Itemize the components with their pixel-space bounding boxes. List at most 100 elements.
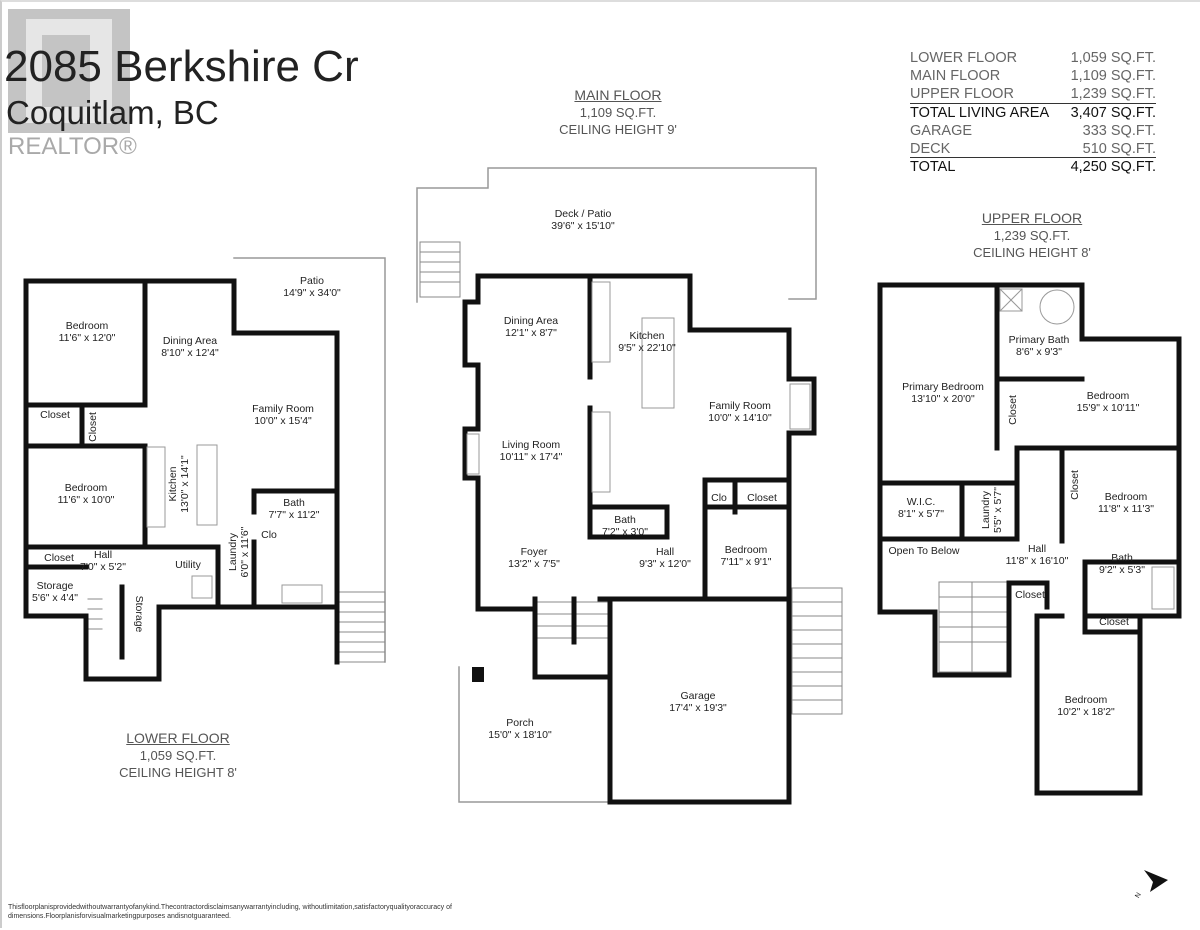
room-label: W.I.C.8'1" x 5'7" — [898, 496, 944, 520]
room-name: Clo — [261, 529, 277, 541]
room-name: Dining Area — [503, 315, 559, 327]
room-name: Bedroom — [1086, 390, 1130, 402]
room-name: Family Room — [709, 400, 771, 412]
deck-outline — [416, 167, 817, 303]
room-dimensions: 8'10" x 12'4" — [161, 347, 219, 359]
room-label: Closet — [1099, 616, 1129, 628]
room-name: Living Room — [501, 439, 561, 451]
room-name: Bedroom — [64, 482, 108, 494]
porch-post — [472, 667, 484, 682]
room-name: Garage — [680, 690, 716, 702]
room-name: Bath — [614, 514, 636, 526]
room-name: Bedroom — [1104, 491, 1148, 503]
realtor-logo — [8, 9, 130, 133]
room-label: Storage — [133, 596, 145, 633]
room-dimensions: 7'7" x 11'2" — [268, 509, 320, 521]
room-name: Bath — [1111, 552, 1133, 564]
porch-outline — [458, 666, 611, 803]
room-dimensions: 15'0" x 18'10" — [488, 729, 552, 741]
room-name: W.I.C. — [906, 496, 936, 508]
room-dimensions: 13'10" x 20'0" — [911, 393, 975, 405]
room-label: Closet — [1069, 470, 1081, 500]
room-name: Closet — [747, 492, 777, 504]
room-label: Closet — [1015, 589, 1045, 601]
compass-north-arrow — [1144, 870, 1168, 892]
room-dimensions: 9'5" x 22'10" — [618, 342, 676, 354]
main-floor-title: MAIN FLOOR 1,109 SQ.FT. CEILING HEIGHT 9… — [559, 87, 677, 137]
room-name: Open To Below — [888, 545, 960, 557]
stairs — [87, 591, 386, 663]
room-dimensions: 13'2" x 7'5" — [508, 558, 560, 570]
room-name: Closet — [1069, 470, 1081, 500]
room-name: Laundry — [227, 533, 239, 571]
room-name: Hall — [1027, 543, 1047, 555]
room-name: Bedroom — [1064, 694, 1108, 706]
room-name: Family Room — [252, 403, 314, 415]
room-dimensions: 7'0" x 5'2" — [80, 561, 126, 573]
room-dimensions: 11'8" x 11'3" — [1097, 503, 1155, 515]
room-name: Closet — [87, 412, 99, 442]
room-name: Closet — [44, 552, 74, 564]
room-dimensions: 8'1" x 5'7" — [898, 508, 944, 520]
room-name: Dining Area — [162, 335, 218, 347]
room-dimensions: 11'6" x 12'0" — [58, 332, 116, 344]
patio-outline — [233, 257, 386, 663]
main-floor-plan — [416, 167, 843, 805]
room-name: Closet — [1007, 395, 1019, 425]
room-name: Closet — [1099, 616, 1129, 628]
room-dimensions: 10'2" x 18'2" — [1057, 706, 1115, 718]
upper-floor-plan — [877, 282, 1182, 796]
room-name: Storage — [36, 580, 74, 592]
property-city: Coquitlam, BC — [6, 94, 219, 131]
room-dimensions: 17'4" x 19'3" — [669, 702, 727, 714]
room-name: Storage — [133, 595, 145, 633]
room-dimensions: 7'11" x 9'1" — [720, 556, 772, 568]
room-name: Patio — [300, 275, 324, 287]
room-label: Utility — [175, 559, 201, 571]
room-name: Bedroom — [65, 320, 109, 332]
disclaimer-text: Thisfloorplanisprovidedwithoutwarrantyof… — [8, 904, 452, 920]
room-name: Primary Bedroom — [902, 381, 984, 393]
upper-floor-title: UPPER FLOOR 1,239 SQ.FT. CEILING HEIGHT … — [973, 210, 1091, 260]
room-dimensions: 9'3" x 12'0" — [639, 558, 691, 570]
room-name: Bath — [283, 497, 305, 509]
room-label: Open To Below — [888, 545, 959, 557]
room-name: Laundry — [980, 491, 992, 529]
lower-floor-plan — [23, 257, 386, 682]
property-address: 2085 Berkshire Cr — [4, 42, 359, 91]
room-name: Primary Bath — [1008, 334, 1070, 346]
room-name: Clo — [711, 492, 727, 504]
realtor-logo-text: REALTOR® — [8, 133, 137, 160]
room-name: Utility — [175, 559, 201, 571]
room-dimensions: 10'0" x 15'4" — [254, 415, 312, 427]
room-dimensions: 14'9" x 34'0" — [283, 287, 341, 299]
room-dimensions: 5'6" x 4'4" — [32, 592, 78, 604]
room-dimensions: 8'6" x 9'3" — [1016, 346, 1062, 358]
room-name: Foyer — [520, 546, 548, 558]
room-name: Closet — [1015, 589, 1045, 601]
room-dimensions: 13'0" x 14'1" — [179, 455, 191, 513]
